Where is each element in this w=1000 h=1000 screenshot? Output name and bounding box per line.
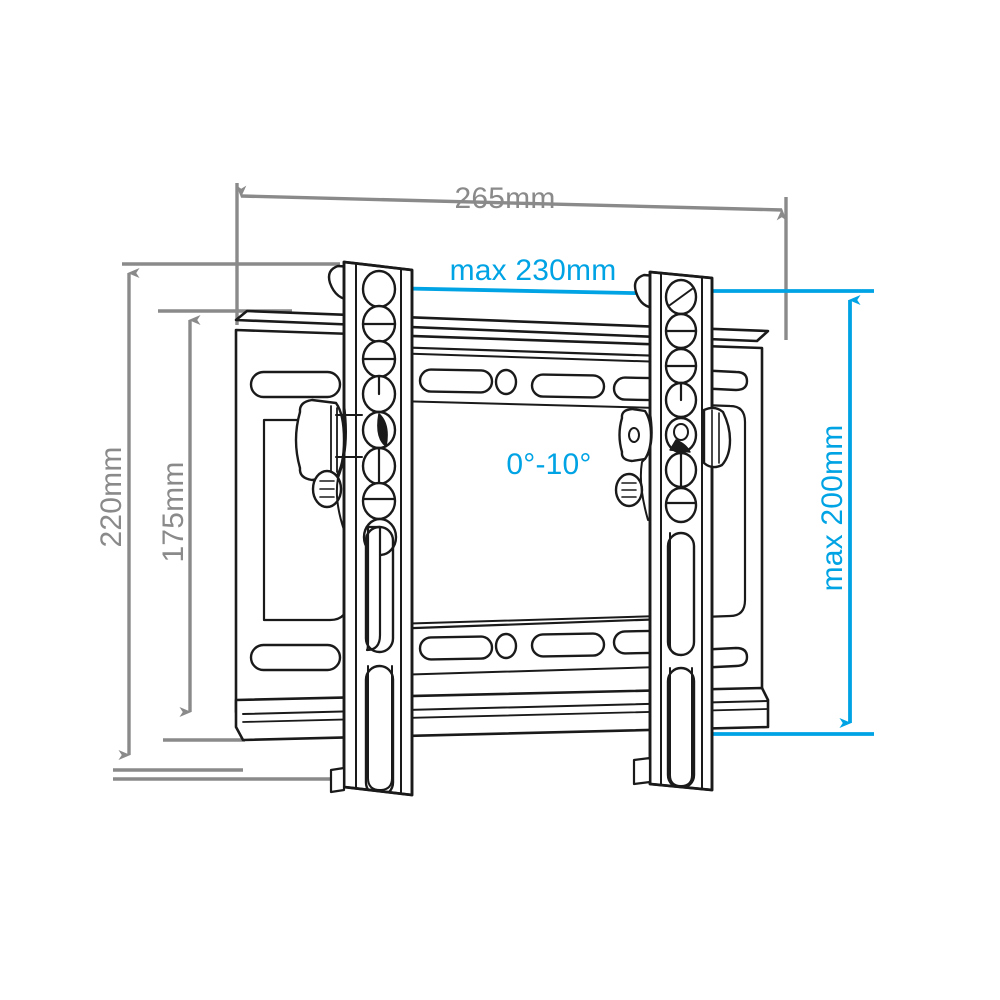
left-arm-outline-overstroke [342,260,414,797]
left-arm-hole-1 [361,269,397,309]
left-lower-knob-ribs [319,480,335,498]
slot-left-end-bottom [249,643,342,672]
right-arm-hole-1-slot [669,288,693,306]
dim-line-265mm [236,185,787,221]
dimension-label-175mm: 175mm [157,461,190,563]
left-arm-long-slot-1-outline [364,525,395,654]
right-lower-knob-ribs [621,482,637,498]
dim-line-max-230mm [376,277,683,305]
right-lower-knob [614,472,644,508]
dimension-label-265mm: 265mm [454,182,556,215]
right-tilt-knob [618,407,653,463]
dimension-label-max-200mm: max 200mm [816,424,849,592]
slot-left-end-top [249,370,342,399]
plate-right-hinge-knob [702,406,732,469]
rail-top-band-lower [359,399,695,410]
hole-bottom-center [494,632,518,660]
rail-bottom-band-upper [359,614,695,626]
slot-right-end-top [694,368,749,392]
left-arm-long-slot-1 [365,525,382,652]
slot-bottom-1 [418,635,494,661]
hole-top-center [494,368,518,396]
right-arm-long-slot-1-inner [669,532,682,656]
right-knob-center [628,427,640,443]
right-knob-linkage [639,411,653,521]
left-arm-bottom-foot [329,766,346,794]
rail-top-band-upper [359,351,695,364]
rail-bottom-band-lower [359,665,695,677]
slot-top-1 [418,368,494,394]
slot-right-end-bottom [694,646,749,670]
dimension-label-220mm: 220mm [95,446,128,548]
left-knob-ribs [330,405,338,475]
dimension-group-blue [376,277,874,736]
left-knob-linkage [335,403,347,531]
slot-top-2 [530,373,606,399]
plate-right-hinge-ribs [711,409,720,467]
left-arm-hole-5-screw [377,413,388,447]
dimension-group-gray [113,183,788,781]
bracket-assembly [234,260,770,797]
annotation-label-tilt-range: 0°-10° [506,448,592,481]
right-end-large-cutout [700,403,747,619]
plate-right-hinge-body [702,406,732,469]
slot-bottom-2 [530,632,606,658]
left-arm-hole-group [361,269,398,795]
right-arm-hole-7 [664,486,698,524]
right-arm-bottom-foot [632,756,652,786]
dimension-label-max-230mm: max 230mm [449,254,617,287]
right-arm-hole-5-screw [669,439,691,453]
left-arm-hole-7 [361,481,397,521]
left-lower-knob [311,469,343,509]
right-arm-hole-group [664,278,698,790]
right-arm-outline-overstroke [648,270,714,792]
right-arm-hole-5-inner [673,423,689,441]
